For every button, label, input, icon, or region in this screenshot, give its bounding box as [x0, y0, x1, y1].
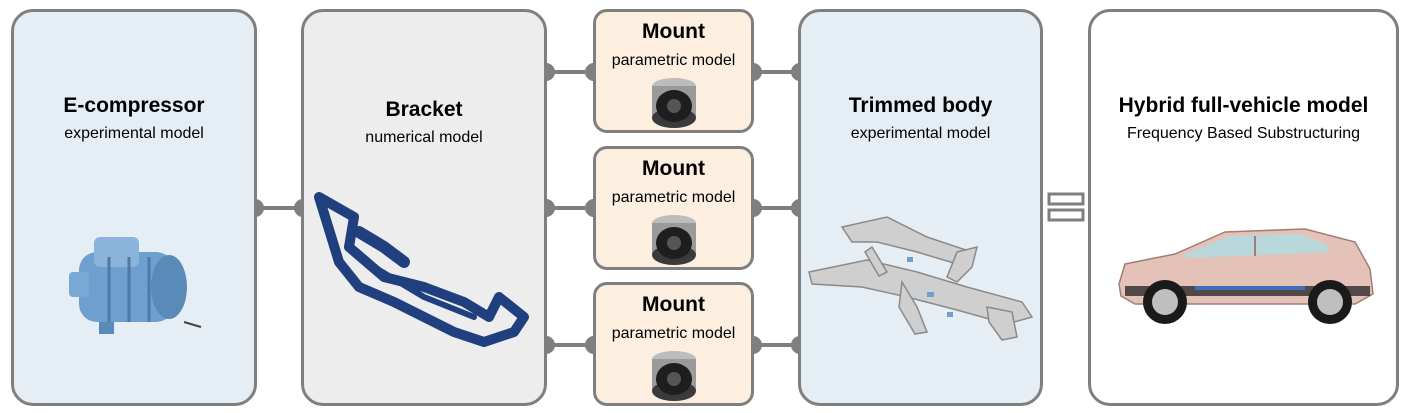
mount-subtitle: parametric model: [611, 189, 736, 206]
rubber-mount-icon: [652, 78, 696, 128]
mount-subtitle: parametric model: [611, 52, 736, 69]
mount-title: Mount: [642, 293, 705, 316]
bracket-title: Bracket: [385, 98, 463, 121]
hybrid-vehicle-title: Hybrid full-vehicle model: [1118, 94, 1369, 117]
mount-title: Mount: [642, 20, 705, 43]
mount-box-1: Mount parametric model: [593, 9, 754, 133]
rubber-mount-icon: [652, 215, 696, 265]
trimmed-body-box: Trimmed body experimental model: [798, 9, 1043, 406]
hybrid-vehicle-subtitle: Frequency Based Substructuring: [1126, 125, 1360, 142]
equals-icon: [1047, 192, 1085, 222]
mount-subtitle: parametric model: [611, 325, 736, 342]
car-icon: [1118, 228, 1374, 324]
mount-box-3: Mount parametric model: [593, 282, 754, 406]
bracket-subtitle: numerical model: [365, 129, 483, 146]
bracket-box: Bracket numerical model: [301, 9, 547, 406]
e-compressor-box: E-compressor experimental model: [11, 9, 257, 406]
trimmed-body-subtitle: experimental model: [850, 125, 991, 142]
vehicle-frame-icon: [808, 216, 1034, 341]
mount-box-2: Mount parametric model: [593, 146, 754, 270]
e-compressor-icon: [69, 237, 202, 334]
rubber-mount-icon: [652, 351, 696, 401]
e-compressor-title: E-compressor: [63, 94, 205, 117]
mount-title: Mount: [642, 157, 705, 180]
trimmed-body-title: Trimmed body: [848, 94, 993, 117]
bracket-icon: [314, 192, 529, 347]
hybrid-vehicle-box: Hybrid full-vehicle model Frequency Base…: [1088, 9, 1399, 406]
e-compressor-subtitle: experimental model: [64, 125, 204, 142]
